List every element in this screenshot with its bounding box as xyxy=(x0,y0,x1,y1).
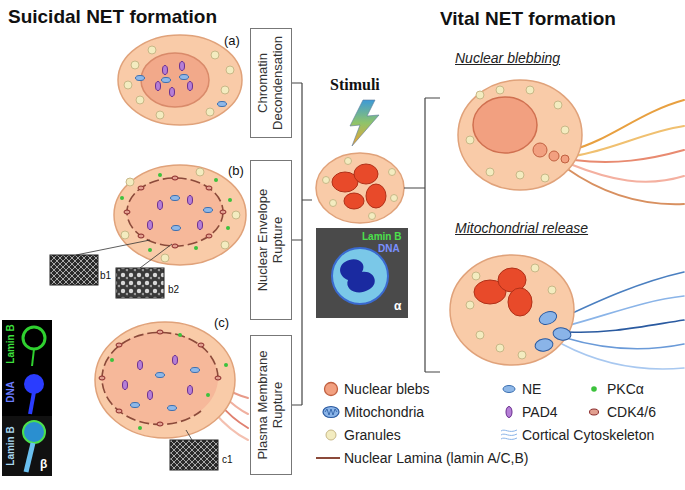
stain-label: DNA xyxy=(378,243,400,255)
legend-swatch xyxy=(316,449,340,467)
legend-label: Mitochondria xyxy=(344,404,424,420)
inset-label: b2 xyxy=(168,284,179,296)
stage-box: Chromatin Decondensation xyxy=(250,28,292,138)
legend-swatch xyxy=(500,403,518,421)
legend-label: Nuclear blebs xyxy=(344,381,430,397)
cell-blebbing xyxy=(458,80,684,204)
legend-item: Mitochondria xyxy=(322,403,424,421)
cell-a xyxy=(118,35,242,125)
panel-letter: (c) xyxy=(214,316,229,331)
mechanism-title: Nuclear blebbing xyxy=(455,50,560,66)
panel-letter: (a) xyxy=(224,34,240,49)
legend-label: Granules xyxy=(344,427,401,443)
legend-item: Nuclear Lamina (lamin A/C,B) xyxy=(316,449,528,467)
cell-b xyxy=(50,165,246,298)
legend-swatch xyxy=(322,426,340,444)
stage-label: Nuclear Envelope Rupture xyxy=(256,166,286,314)
legend-label: NE xyxy=(522,381,541,397)
panel-title: Vital NET formation xyxy=(440,8,616,30)
legend-item: Cortical Cytoskeleton xyxy=(500,426,654,444)
legend-item: PKCα xyxy=(585,380,644,398)
cell-mitochondrial xyxy=(450,255,684,369)
stain-label: Lamin B xyxy=(5,324,17,363)
mechanism-title: Mitochondrial release xyxy=(455,220,588,236)
micrograph-alpha xyxy=(316,228,408,318)
legend-item: NE xyxy=(500,380,541,398)
legend-swatch xyxy=(585,380,603,398)
legend-item: Nuclear blebs xyxy=(322,380,430,398)
stain-label: Lamin B xyxy=(5,426,17,465)
legend-swatch xyxy=(500,380,518,398)
panel-title: Suicidal NET formation xyxy=(8,6,217,28)
stage-box: Plasma Membrane Rupture xyxy=(250,335,292,475)
legend-label: CDK4/6 xyxy=(607,404,656,420)
inset-label: c1 xyxy=(222,454,233,466)
legend-swatch xyxy=(322,403,340,421)
legend-swatch xyxy=(322,380,340,398)
legend-item: CDK4/6 xyxy=(585,403,656,421)
outcome-bracket xyxy=(404,98,440,372)
stain-label: Lamin B xyxy=(362,231,401,243)
stage-label: Chromatin Decondensation xyxy=(256,34,286,132)
legend-label: PAD4 xyxy=(522,404,558,420)
panel-letter: (b) xyxy=(228,164,244,179)
legend-item: Granules xyxy=(322,426,401,444)
stain-label: DNA xyxy=(5,381,17,403)
legend-swatch xyxy=(585,403,603,421)
legend-item: PAD4 xyxy=(500,403,558,421)
stage-label: Plasma Membrane Rupture xyxy=(256,341,286,469)
stimulus-bolt xyxy=(350,100,379,146)
legend-label: Cortical Cytoskeleton xyxy=(522,427,654,443)
stage-bracket xyxy=(292,83,312,405)
legend-label: Nuclear Lamina (lamin A/C,B) xyxy=(344,450,528,466)
stimulus-label: Stimuli xyxy=(330,76,380,94)
cell-c xyxy=(95,322,248,470)
cell-stimulated xyxy=(316,153,404,223)
inset-label: b1 xyxy=(100,270,111,282)
legend-label: PKCα xyxy=(607,381,644,397)
micrograph-beta xyxy=(2,320,52,476)
panel-letter: β xyxy=(40,458,47,472)
legend-swatch xyxy=(500,426,518,444)
panel-letter: α xyxy=(394,300,401,314)
stage-box: Nuclear Envelope Rupture xyxy=(250,160,292,320)
